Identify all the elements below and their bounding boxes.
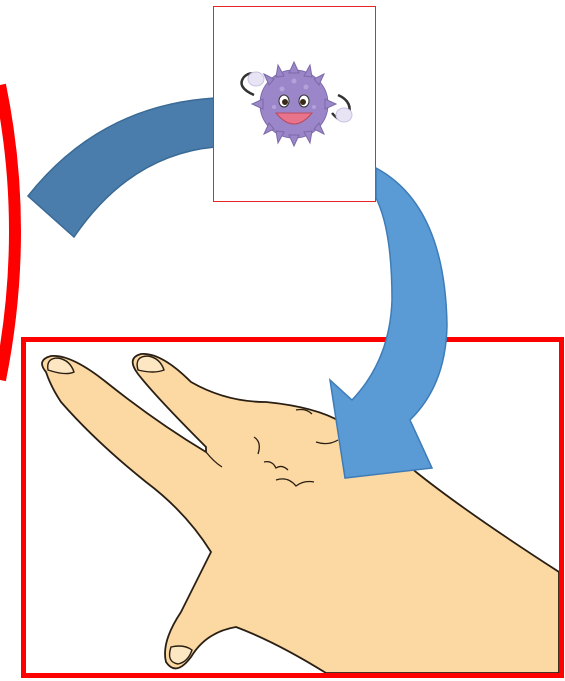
curved-arrow-down	[330, 168, 447, 478]
